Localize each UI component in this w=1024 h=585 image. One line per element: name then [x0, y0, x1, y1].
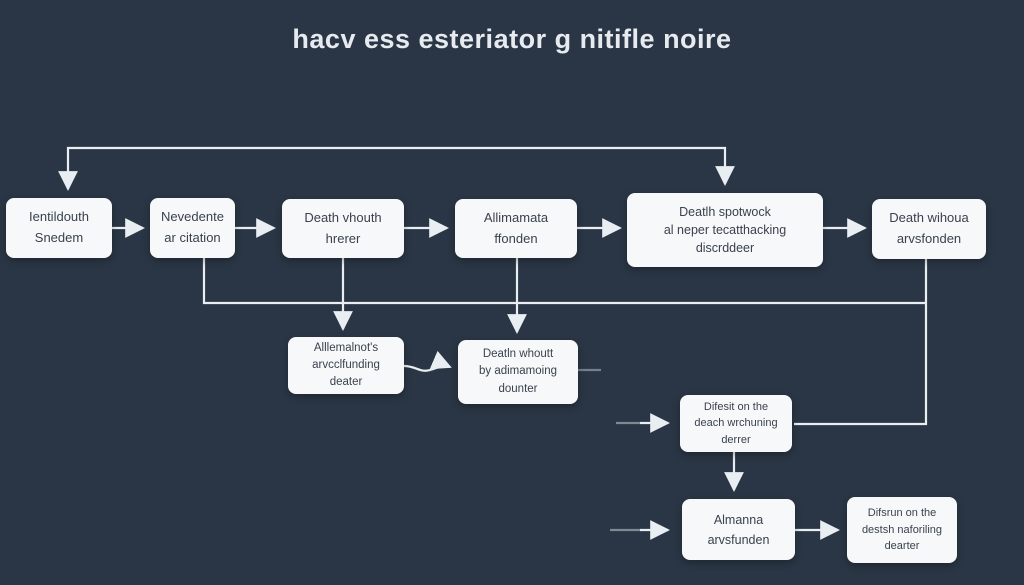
node-ientildouth-snedem: Ientildouth Snedem — [6, 198, 112, 258]
node-death-spotwock: Deatlh spotwock al neper tecatthacking d… — [627, 193, 823, 267]
connector-n6-n9 — [794, 259, 928, 426]
node-deatln-whoutt-dounter: Deatln whoutt by adimamoing dounter — [458, 340, 578, 404]
node-alllemalnots-arvcclfunding: Alllemalnot's arvcclfunding deater — [288, 337, 404, 394]
connector-n7-n8 — [403, 350, 452, 372]
node-difsrun-destsh-dearter: Difsrun on the destsh naforiling dearter — [847, 497, 957, 563]
diagram-title: hacv ess esteriator g nitifle noire — [292, 24, 732, 54]
node-nevedente-ar-citation: Nevedente ar citation — [150, 198, 235, 258]
node-allimamata-ffonden: Allimamata ffonden — [455, 199, 577, 258]
node-almanna-arvsfunden: Almanna arvsfunden — [682, 499, 795, 560]
node-death-vhouth-hrerer: Death vhouth hrerer — [282, 199, 404, 258]
node-difesit-deach-wrchuning: Difesit on the deach wrchuning derrer — [680, 395, 792, 452]
connector-feedback-top — [58, 146, 735, 191]
node-death-wihoua-arvsfonden: Death wihoua arvsfonden — [872, 199, 986, 259]
